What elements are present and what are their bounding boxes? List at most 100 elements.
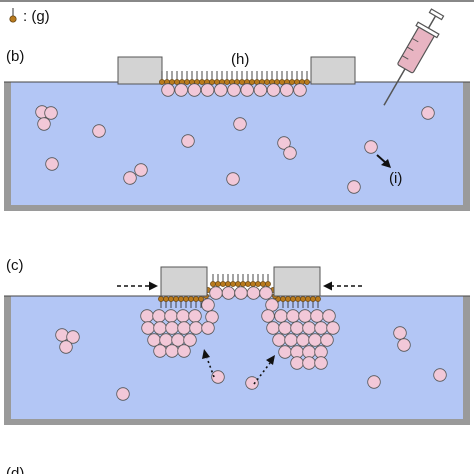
- surfactant-molecule-icon: [219, 71, 225, 85]
- particle: [153, 321, 167, 335]
- particle: [246, 286, 261, 300]
- particle: [189, 321, 203, 335]
- particle: [266, 321, 280, 335]
- particle: [280, 83, 294, 97]
- particle: [181, 134, 195, 148]
- particle: [45, 157, 59, 171]
- particle: [221, 286, 236, 300]
- surfactant-molecule-icon: [250, 274, 256, 287]
- particle: [123, 171, 137, 185]
- right-barrier: [310, 56, 356, 85]
- particle: [211, 370, 225, 384]
- particle: [183, 333, 197, 347]
- particle: [44, 106, 58, 120]
- particle: [364, 140, 378, 154]
- particle: [259, 286, 273, 300]
- surfactant-molecule-icon: [179, 71, 185, 85]
- particle: [140, 309, 154, 323]
- surfactant-molecule-icon: [274, 71, 280, 85]
- surfactant-molecule-icon: [294, 71, 300, 85]
- surfactant-molecule-icon: [199, 71, 205, 85]
- surfactant-molecule-icon: [198, 296, 204, 308]
- particle: [187, 83, 202, 97]
- particle: [116, 387, 130, 401]
- legend: : (g): [9, 8, 50, 25]
- surfactant-molecule-icon: [164, 71, 170, 85]
- surfactant-molecule-icon: [159, 71, 165, 85]
- particle: [310, 309, 324, 323]
- particle: [174, 83, 188, 97]
- surfactant-molecule-icon: [174, 71, 180, 85]
- particle: [278, 321, 292, 335]
- particle: [227, 83, 241, 97]
- left-barrier: [117, 56, 163, 85]
- particle: [277, 136, 291, 150]
- particle: [397, 338, 411, 352]
- particle: [302, 321, 316, 335]
- surfactant-molecule-icon: [229, 71, 235, 85]
- surfactant-molecule-icon: [285, 296, 291, 308]
- surfactant-molecule-icon: [279, 71, 285, 85]
- particle-flow-arrow: [376, 154, 391, 168]
- surfactant-molecule-icon: [260, 274, 266, 287]
- particle: [326, 321, 340, 335]
- left-compression-arrow: [117, 281, 158, 291]
- surfactant-molecule-icon: [225, 274, 231, 287]
- particle: [296, 333, 310, 347]
- particle: [209, 286, 223, 300]
- particle: [188, 309, 202, 323]
- particle: [320, 333, 334, 347]
- panel-c-label: (c): [6, 257, 24, 274]
- particle: [161, 83, 175, 97]
- surfactant-molecule-icon: [265, 274, 271, 287]
- particle: [302, 356, 316, 370]
- surfactant-molecule-icon: [304, 71, 310, 85]
- panel-b-label: (b): [6, 48, 24, 65]
- water-subphase: [11, 296, 463, 419]
- surfactant-molecule-icon: [214, 71, 220, 85]
- particle: [272, 333, 286, 347]
- particle: [152, 309, 166, 323]
- panel-d-label: (d): [6, 465, 24, 474]
- surfactant-molecule-icon: [239, 71, 245, 85]
- surfactant-molecule-icon: [284, 71, 290, 85]
- particle: [293, 83, 307, 97]
- particle: [314, 356, 328, 370]
- particle: [141, 321, 155, 335]
- panel-c: (c): [4, 257, 470, 425]
- surfactant-molecule-icon: [269, 71, 275, 85]
- surfactant-molecule-icon: [209, 71, 215, 85]
- surfactant-molecule-icon: [240, 274, 246, 287]
- particle: [278, 345, 292, 359]
- particle: [284, 333, 298, 347]
- particle: [226, 172, 240, 186]
- particle: [200, 83, 215, 97]
- surfactant-molecule-icon: [194, 71, 200, 85]
- particle: [153, 344, 167, 358]
- particle-group: [35, 83, 435, 194]
- particle: [55, 328, 69, 342]
- particle: [240, 83, 254, 97]
- migration-arrow-right: [253, 355, 275, 385]
- surfactant-molecule-icon: [289, 71, 295, 85]
- particle: [433, 368, 447, 382]
- particle: [308, 333, 322, 347]
- particle: [165, 344, 179, 358]
- panel-b: (b) (h) (i): [4, 8, 470, 211]
- right-compression-arrow: [323, 281, 362, 291]
- surfactant-molecule-icon: [184, 71, 190, 85]
- surfactant-molecule-icon: [259, 71, 265, 85]
- particle: [171, 333, 185, 347]
- particle: [245, 376, 259, 390]
- particle: [59, 340, 73, 354]
- surfactant-molecule-icon: [234, 71, 240, 85]
- particle: [298, 309, 312, 323]
- particle: [147, 333, 161, 347]
- particle: [393, 326, 407, 340]
- particle: [421, 106, 435, 120]
- surfactant-molecule-icon: [235, 274, 241, 287]
- surfactant-monolayer: [159, 71, 310, 85]
- surfactant-molecule-icon: [215, 274, 221, 287]
- particle: [165, 321, 179, 335]
